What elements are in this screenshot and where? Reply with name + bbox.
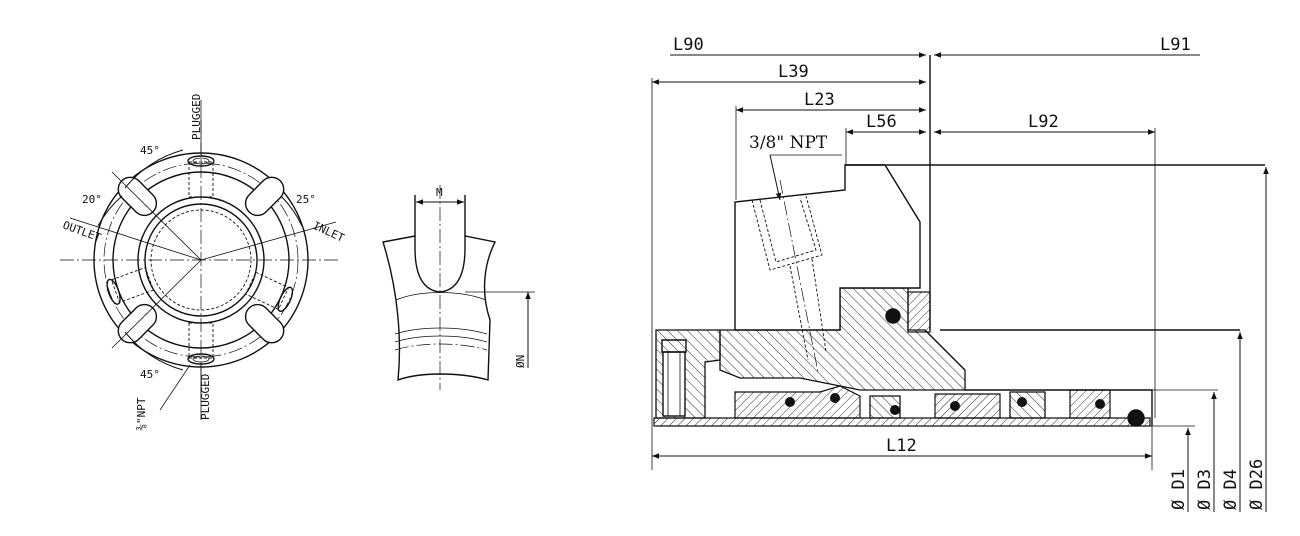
o-ring-5 — [1017, 397, 1027, 407]
angle-left-label: 20° — [82, 193, 102, 206]
dim-l23: L23 — [804, 90, 835, 110]
dim-l39: L39 — [778, 62, 809, 82]
dim-l91: L91 — [1160, 35, 1191, 55]
rotating-face — [734, 385, 861, 419]
set-screw — [662, 351, 686, 417]
gland-end-view: PLUGGED PLUGGED OUTLET INLET ⅜"NPT 45° 4… — [60, 94, 347, 431]
slot-detail-view: M ØN — [382, 185, 535, 390]
o-ring-1 — [785, 397, 795, 407]
o-ring-6 — [1095, 399, 1105, 409]
outlet-label: OUTLET — [61, 219, 103, 245]
angle-dimensions — [69, 100, 337, 420]
m-label: M — [436, 186, 443, 199]
n-label: ØN — [514, 355, 527, 368]
plugged-bottom-label: PLUGGED — [199, 374, 212, 420]
gland-gasket — [907, 291, 931, 333]
shaft-sleeve — [653, 417, 1151, 427]
flush-ports — [106, 266, 294, 312]
npt-label: ⅜"NPT — [135, 397, 148, 430]
angle-bottom-label: 45° — [140, 368, 160, 381]
dimension-lines — [651, 52, 1269, 512]
spring-retainer — [1009, 391, 1046, 419]
dim-l90: L90 — [673, 35, 704, 55]
slot-outline — [382, 235, 497, 382]
dim-d3: Ø D3 — [1195, 469, 1215, 510]
dim-d1: Ø D1 — [1169, 469, 1189, 510]
o-ring-2 — [830, 393, 840, 403]
angle-right-label: 25° — [296, 193, 316, 206]
npt-port-bore — [751, 179, 827, 373]
o-ring-3 — [890, 405, 900, 415]
dim-l12: L12 — [886, 436, 917, 456]
seal-ring-right — [934, 393, 1001, 419]
port-block — [734, 164, 921, 331]
dim-d26: Ø D26 — [1247, 459, 1267, 510]
angle-top-label: 45° — [140, 144, 160, 157]
plugged-top-label: PLUGGED — [190, 94, 203, 140]
seal-cross-section: L90 L91 L39 L23 L56 L92 L12 3/8" NPT Ø D… — [651, 35, 1269, 512]
dim-d4: Ø D4 — [1221, 469, 1241, 510]
port-npt-label: 3/8" NPT — [749, 133, 828, 153]
inlet-label: INLET — [311, 219, 347, 245]
o-ring-4 — [950, 401, 960, 411]
o-ring-gland — [885, 308, 901, 324]
dim-l92: L92 — [1028, 112, 1059, 132]
dim-l56: L56 — [866, 112, 897, 132]
o-ring-sleeve — [1127, 409, 1145, 427]
